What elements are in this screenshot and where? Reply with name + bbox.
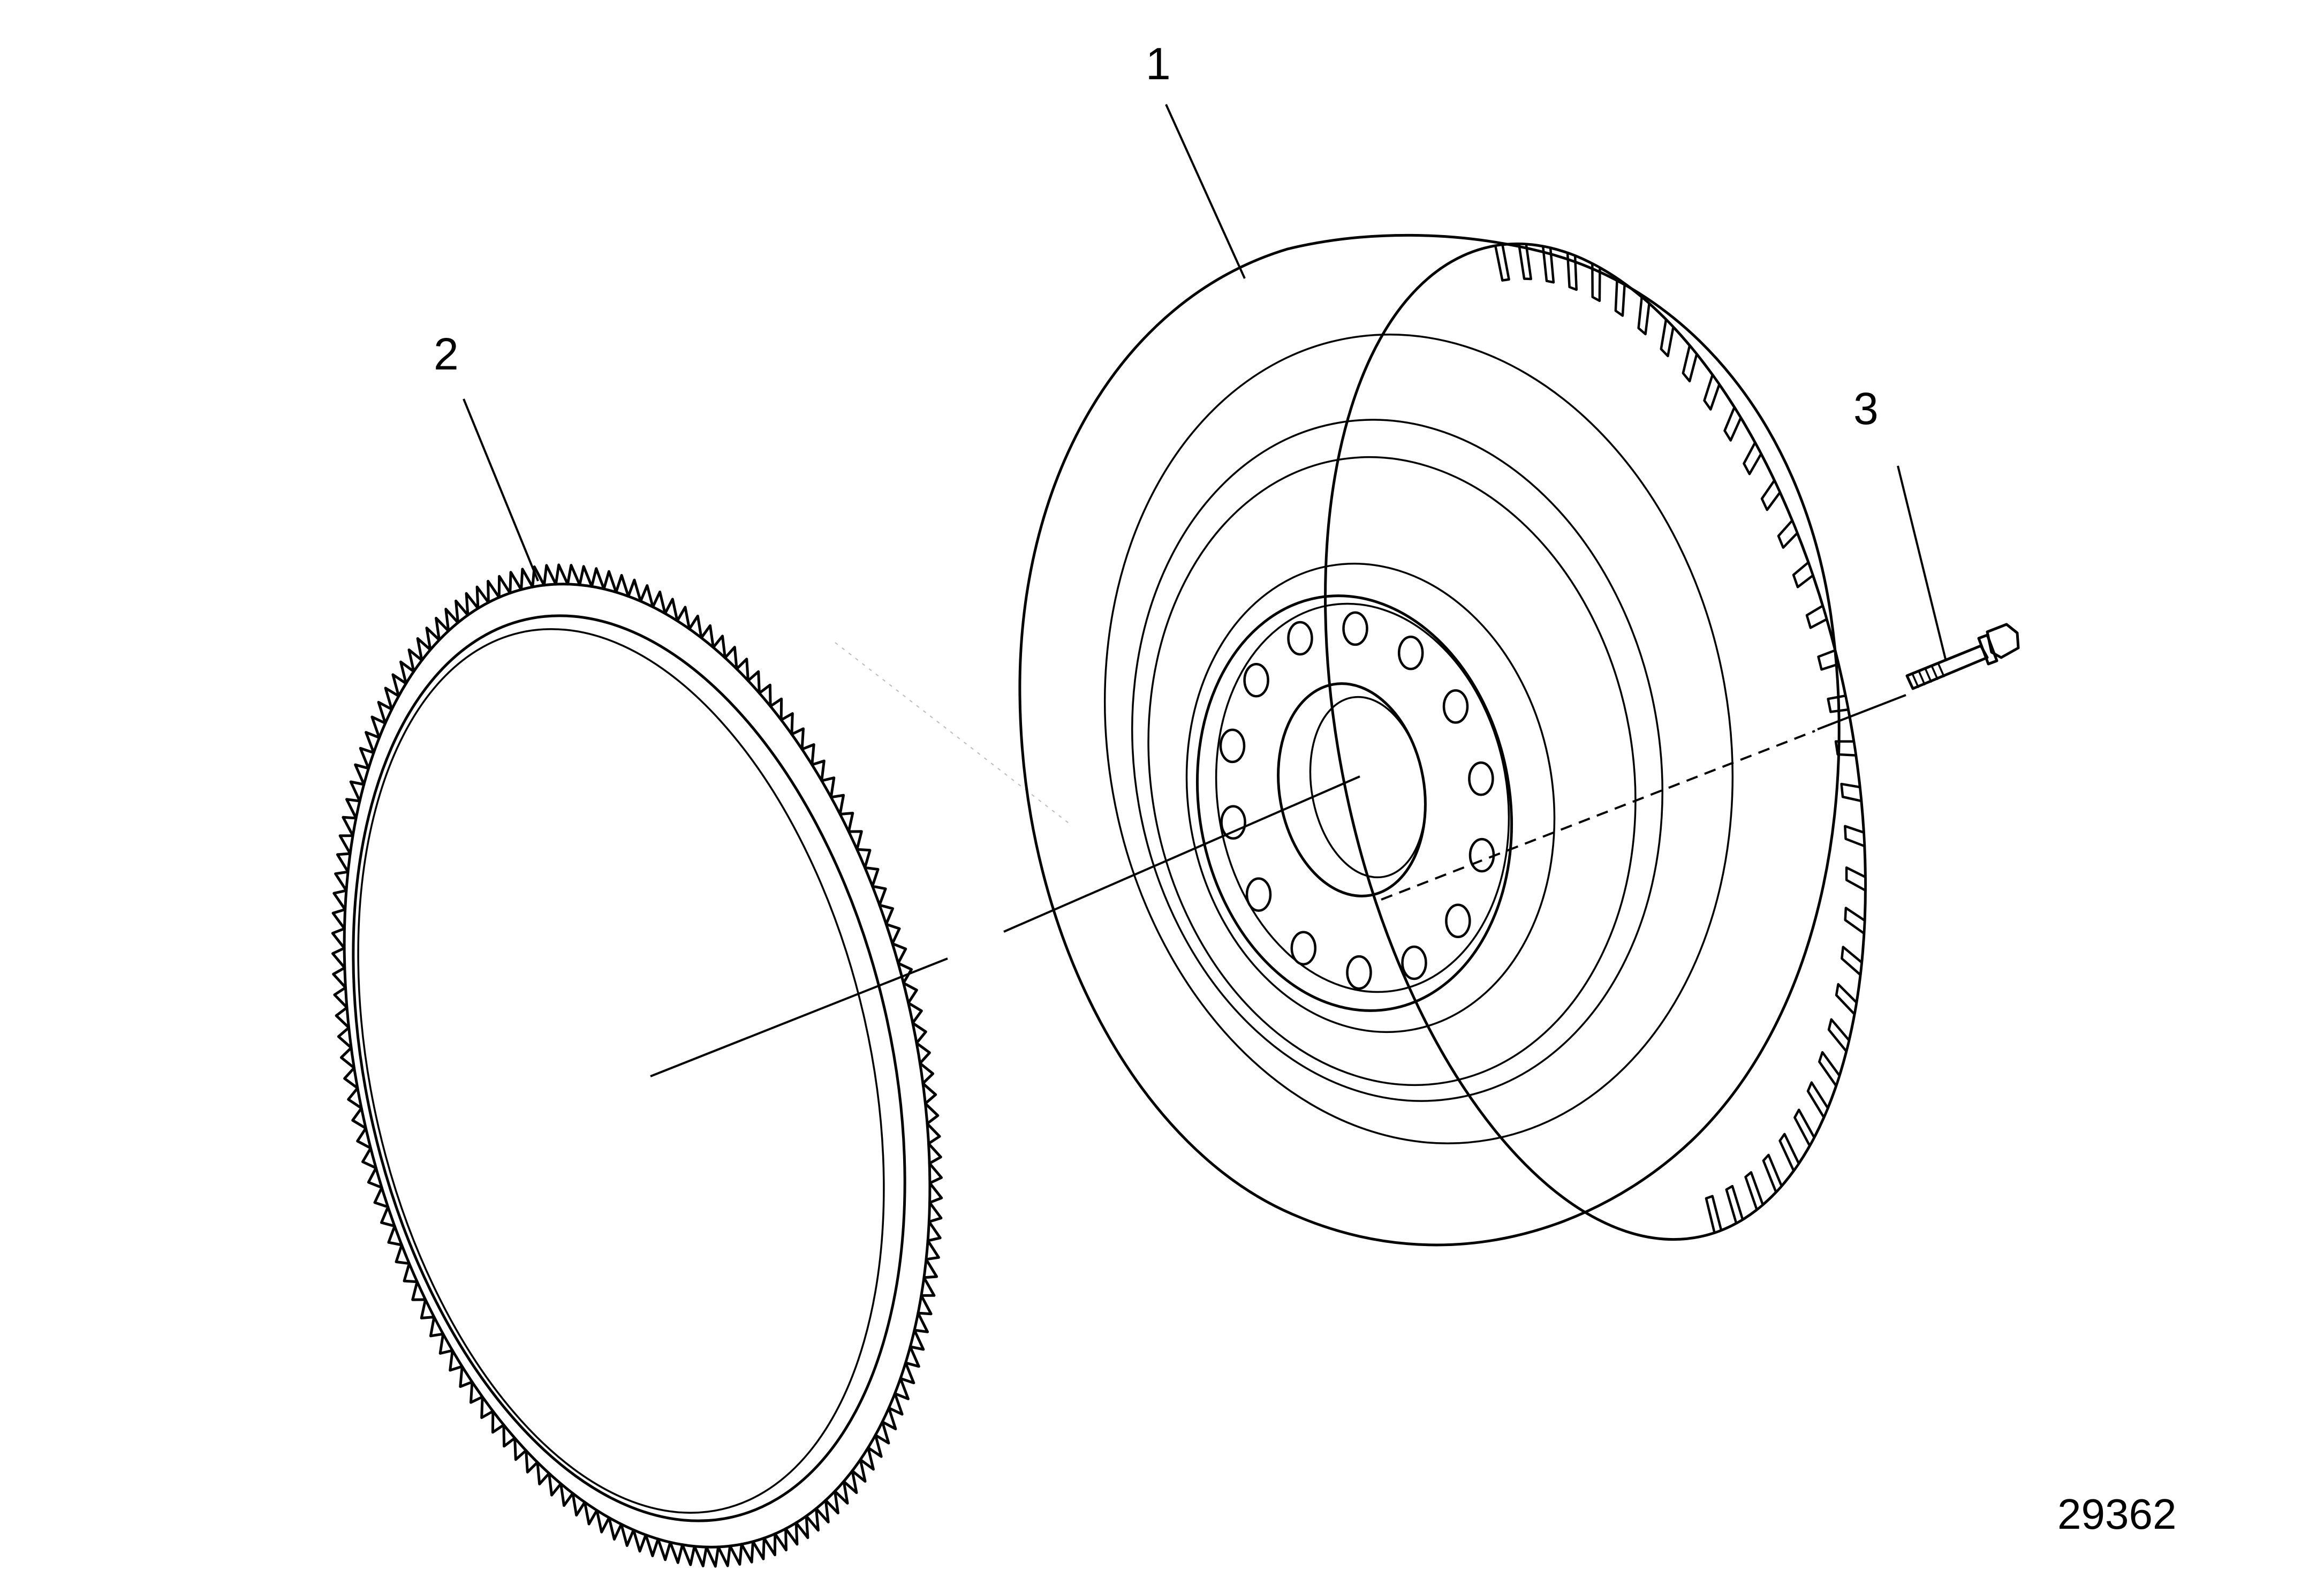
rim-slot	[1744, 1171, 1765, 1211]
rim-slot	[1637, 296, 1651, 336]
rim-slot	[1494, 243, 1510, 282]
bolt-hole	[1287, 621, 1313, 656]
axis-line-hub	[1003, 775, 1360, 933]
rim-slot	[1705, 1195, 1723, 1234]
bolt-hole	[1243, 662, 1269, 698]
bolt-thread	[1911, 662, 1945, 688]
rim-slot	[1844, 907, 1866, 935]
leader-line-1	[1165, 104, 1246, 279]
ring-gear	[331, 563, 943, 1568]
flywheel-face-ring-3	[1147, 456, 1637, 1086]
flywheel-center-bore	[1277, 682, 1427, 897]
rim-slot	[1760, 479, 1782, 511]
flywheel-hub-flange-inner	[1215, 602, 1510, 993]
rim-slot	[1682, 344, 1698, 383]
rim-slot	[1777, 519, 1799, 549]
axis-line-bolt-hidden	[1381, 730, 1815, 901]
leader-line-3	[1897, 465, 1947, 662]
callout-1: 1	[1146, 39, 1171, 89]
flywheel-rim-slots	[1494, 243, 1867, 1234]
flywheel-face-ring-2	[1131, 419, 1663, 1102]
bolt-hole	[1245, 877, 1272, 912]
bolt-hole	[1442, 689, 1469, 724]
rim-slot	[1762, 1153, 1783, 1194]
rim-slot	[1792, 561, 1814, 588]
rim-slot	[1793, 1108, 1816, 1148]
bolt-hole	[1220, 805, 1246, 840]
ring-gear-tooth-profile	[331, 563, 943, 1568]
rim-slot	[1835, 983, 1858, 1016]
flywheel	[1018, 233, 1867, 1247]
flywheel-hub-step-outer	[1185, 562, 1556, 1033]
bolt-hole	[1445, 903, 1471, 939]
rim-slot	[1517, 243, 1532, 281]
rim-slot	[1834, 740, 1857, 757]
callout-3: 3	[1853, 383, 1879, 434]
flywheel-face-outline	[1018, 233, 1841, 1247]
ring-gear-teeth	[331, 563, 943, 1568]
ring-gear-outer-edge	[343, 583, 932, 1549]
rim-slot	[1841, 946, 1863, 976]
rim-slot	[1725, 1184, 1744, 1225]
construction-line	[835, 642, 1071, 825]
rim-slot	[1743, 441, 1762, 476]
flywheel-hub-flange	[1195, 594, 1513, 1012]
bolt-hole	[1401, 945, 1427, 980]
rim-slot	[1703, 373, 1721, 411]
bolt	[1905, 623, 2020, 690]
rim-slot	[1806, 1081, 1829, 1119]
ring-gear-bore	[357, 628, 885, 1514]
flywheel-face-ring-1	[1104, 334, 1733, 1144]
figure-number: 29362	[2057, 1490, 2176, 1538]
rim-slot	[1723, 406, 1742, 442]
rim-slot	[1844, 825, 1866, 848]
rim-slot	[1778, 1133, 1800, 1172]
rim-slot	[1817, 649, 1840, 671]
rim-slot	[1845, 866, 1867, 892]
bolt-hole	[1346, 955, 1372, 990]
rim-slot	[1805, 605, 1828, 629]
rim-slot	[1591, 262, 1601, 303]
bolt-hole	[1468, 761, 1494, 796]
bolt-hole	[1342, 611, 1368, 646]
bolt-hole	[1397, 636, 1424, 670]
ring-gear-inner-edge	[352, 614, 906, 1522]
rim-slot	[1840, 782, 1863, 803]
flywheel-back-rim	[1324, 242, 1867, 1241]
bolt-shank	[1905, 644, 1989, 690]
bolt-flange	[1977, 633, 1999, 666]
bolt-hole	[1290, 931, 1317, 965]
rim-slot	[1818, 1051, 1841, 1088]
flywheel-center-bore-chamfer	[1309, 696, 1427, 879]
rim-slot	[1660, 318, 1675, 358]
axis-line-ring	[650, 957, 948, 1077]
bolt-hole	[1468, 837, 1495, 873]
leader-line-2	[463, 398, 539, 582]
axis-line-bolt	[1817, 694, 1906, 730]
bolt-head	[1986, 623, 2020, 659]
rim-slot	[1827, 1018, 1851, 1053]
bolt-hole	[1219, 728, 1246, 764]
callout-2: 2	[434, 329, 459, 379]
flywheel-bolt-holes	[1219, 611, 1495, 990]
